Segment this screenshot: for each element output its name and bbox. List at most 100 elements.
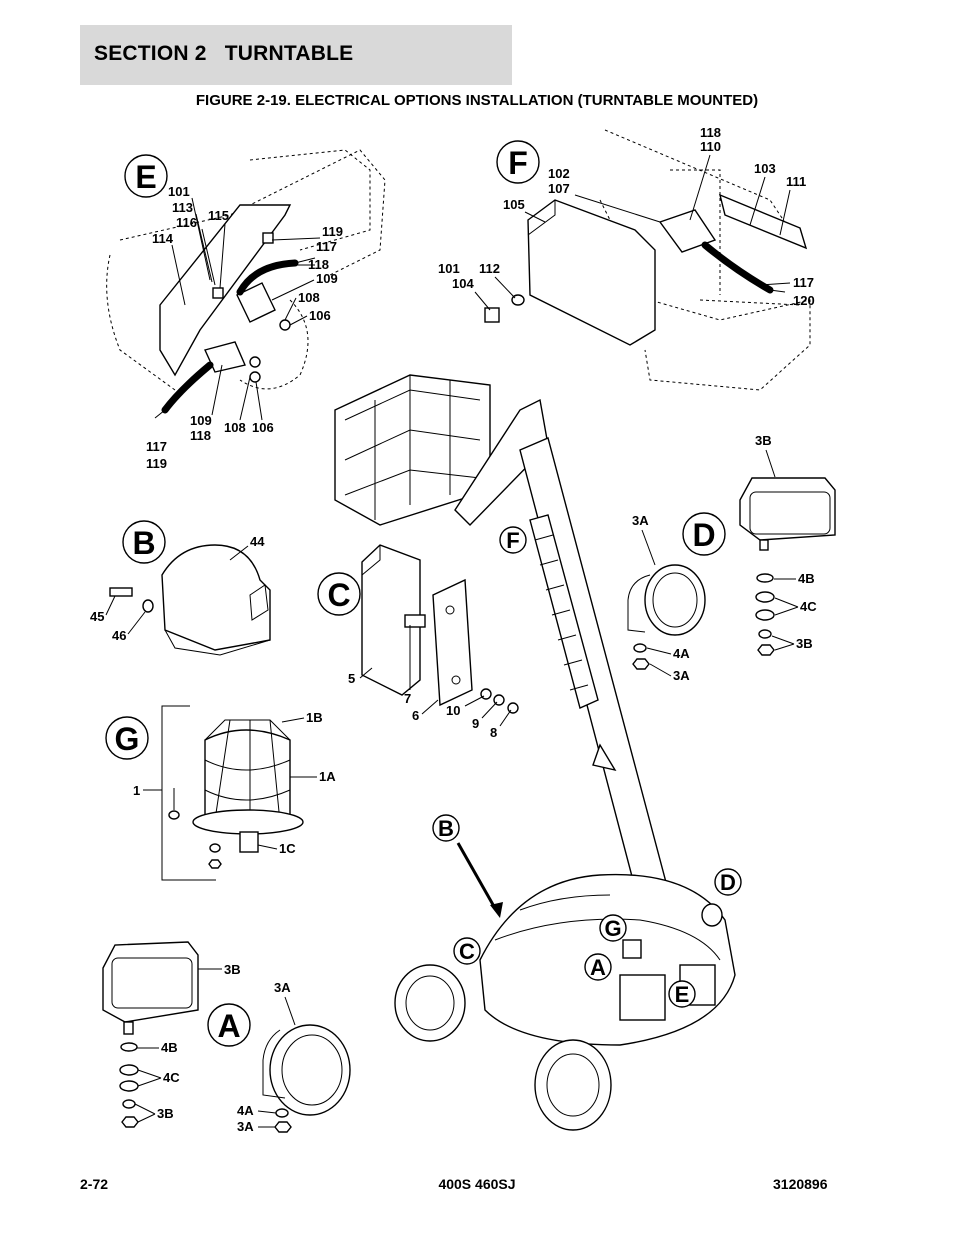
callout-f-102: 102 [548,166,570,181]
callout-d-4a: 4A [673,646,690,661]
marker-f-bubble [499,526,527,554]
callout-f-104: 104 [452,276,474,291]
callout-g-1c: 1C [279,841,296,856]
marker-e-letter: E [675,982,690,1007]
callout-a-3b-bot: 3B [157,1106,174,1121]
callout-a-4c: 4C [163,1070,180,1085]
view-e-leaders [171,197,321,421]
callout-a-4b: 4B [161,1040,178,1055]
callout-e-114: 114 [152,231,174,246]
view-b-letter: B [132,525,155,561]
marker-d-bubble [714,868,742,896]
view-b-detail [109,544,271,656]
callout-e-117b: 117 [146,439,167,454]
callout-f-118: 118 [700,125,721,140]
marker-g-bubble [599,914,627,942]
marker-d-letter: D [720,870,736,895]
callout-f-105: 105 [503,197,525,212]
marker-a-letter: A [590,955,606,980]
callout-e-101: 101 [168,184,190,199]
figure-caption: FIGURE 2-19. ELECTRICAL OPTIONS INSTALLA… [195,92,759,109]
callout-d-4c: 4C [800,599,817,614]
callout-a-3a-top: 3A [274,980,291,995]
view-e-letter: E [135,159,156,195]
footer-model: 400S 460SJ [438,1176,516,1192]
marker-b-bubble [432,814,460,842]
callout-f-111: 111 [786,174,806,189]
view-f-detail [484,129,811,391]
callout-e-118b: 118 [190,428,211,443]
callout-d-3b-top: 3B [755,433,772,448]
view-f-letter: F [508,145,528,181]
view-d-leaders [641,449,799,677]
view-b-bubble [122,520,166,564]
callout-d-3b-bot: 3B [796,636,813,651]
view-a-leaders [134,968,296,1128]
callout-b-45: 45 [90,609,104,624]
callout-c-8: 8 [490,725,497,740]
callout-e-109a: 109 [316,271,338,286]
callout-a-3a-bot: 3A [237,1119,254,1134]
callout-f-117: 117 [793,275,814,290]
marker-c-bubble [453,937,481,965]
callout-f-112: 112 [479,261,500,276]
section-header: SECTION 2 TURNTABLE [80,25,512,85]
callout-d-3a-top: 3A [632,513,649,528]
callout-e-109b: 109 [190,413,212,428]
view-f-leaders [474,154,791,311]
footer-page-number: 2-72 [80,1176,109,1192]
view-g-detail [161,705,304,881]
callout-e-106b: 106 [252,420,274,435]
view-c-bubble [317,572,361,616]
view-a-letter: A [217,1008,240,1044]
view-g-bubble [105,716,149,760]
callout-e-117a: 117 [316,239,337,254]
callout-e-115: 115 [208,208,229,223]
marker-b-letter: B [438,816,454,841]
callout-a-3b-top: 3B [224,962,241,977]
marker-c-letter: C [459,939,475,964]
callout-c-6: 6 [412,708,419,723]
callout-d-3a-bot: 3A [673,668,690,683]
section-title: SECTION 2 TURNTABLE [94,42,354,65]
machine-location-markers: F B D C G A E [432,526,742,1008]
callout-e-119b: 119 [146,456,167,471]
callout-e-118a: 118 [308,257,329,272]
marker-g-letter: G [604,916,621,941]
platform-and-boom [334,374,681,946]
view-a-detail [102,941,351,1133]
view-c-leaders [359,625,512,727]
callout-f-120: 120 [793,293,815,308]
callout-b-46: 46 [112,628,126,643]
callout-f-110: 110 [700,139,721,154]
view-g-leaders [143,717,317,850]
footer-part-number: 3120896 [773,1176,828,1192]
marker-a-bubble [584,953,612,981]
view-a-bubble [207,1003,251,1047]
callout-e-108b: 108 [224,420,246,435]
callout-c-9: 9 [472,716,479,731]
view-g-letter: G [115,721,140,757]
callout-d-4b: 4B [798,571,815,586]
view-d-letter: D [692,517,715,553]
view-c-detail [361,544,519,714]
callout-g-1: 1 [133,783,140,798]
view-e-detail [106,149,386,419]
callout-f-101: 101 [438,261,460,276]
callout-c-5: 5 [348,671,355,686]
view-b-leaders [105,545,249,635]
callout-e-119a: 119 [322,224,343,239]
callout-e-108a: 108 [298,290,320,305]
callout-b-44: 44 [250,534,265,549]
callout-f-103: 103 [754,161,776,176]
marker-e-bubble [668,980,696,1008]
callout-c-10: 10 [446,703,460,718]
callout-e-113: 113 [172,200,193,215]
view-c-letter: C [327,577,350,613]
callout-a-4a: 4A [237,1103,254,1118]
view-d-bubble [682,512,726,556]
view-f-bubble [496,140,540,184]
callout-c-7: 7 [404,691,411,706]
view-d-detail [627,477,836,670]
